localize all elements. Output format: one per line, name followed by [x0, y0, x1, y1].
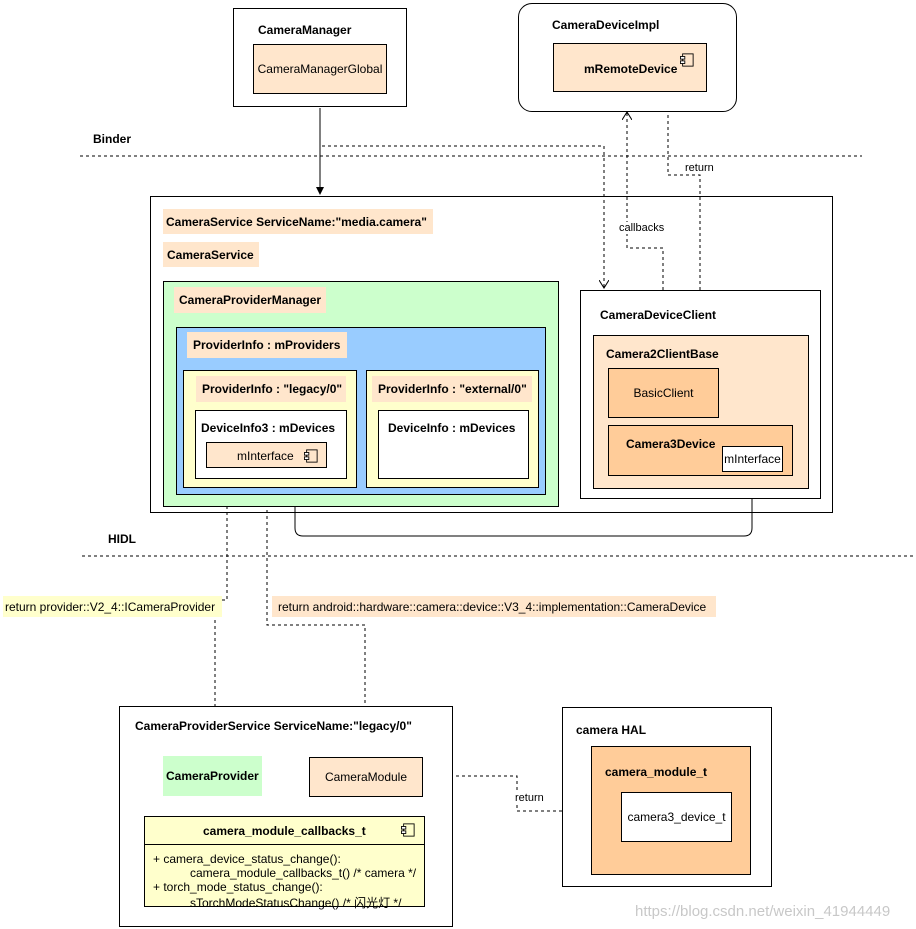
camera-device-client-title: CameraDeviceClient — [600, 308, 717, 322]
callbacks-line-1: + camera_device_status_change(): — [153, 852, 341, 866]
camera-service-label: CameraService — [163, 242, 259, 267]
camera-device-impl-title: CameraDeviceImpl — [552, 18, 660, 32]
camera-manager-title: CameraManager — [258, 23, 352, 37]
callbacks-divider — [145, 844, 424, 845]
callbacks-line-2: camera_module_callbacks_t() /* camera */ — [190, 866, 417, 880]
provider-info-legacy-label: ProviderInfo : "legacy/0" — [196, 376, 346, 402]
provider-info-providers-label: ProviderInfo : mProviders — [187, 332, 347, 358]
provider-return-link — [214, 487, 227, 755]
component-icon — [680, 53, 694, 67]
return-label-hal: return — [515, 792, 544, 804]
hidl-label: HIDL — [108, 532, 136, 546]
camera3-device-t: camera3_device_t — [621, 792, 732, 842]
device-interface-link — [291, 469, 753, 537]
camera-module-callbacks-title: camera_module_callbacks_t — [203, 824, 366, 838]
camera-provider-service-title: CameraProviderService ServiceName:"legac… — [135, 719, 412, 733]
callbacks-line-4: sTorchModeStatusChange() /* 闪光灯 */ — [190, 896, 402, 910]
camera-module: CameraModule — [309, 757, 423, 797]
callbacks-line-3: + torch_mode_status_change(): — [153, 880, 323, 894]
module-return-link — [267, 469, 366, 757]
camera-module-callbacks-box: camera_module_callbacks_t + camera_devic… — [144, 816, 425, 910]
manager-to-client-dashed — [322, 145, 604, 288]
return-provider-label: return provider::V2_4::ICameraProvider — [3, 596, 222, 617]
callbacks-label: callbacks — [619, 222, 665, 234]
camera-service-box — [150, 196, 833, 513]
provider-info-external-label: ProviderInfo : "external/0" — [372, 376, 532, 402]
basic-client: BasicClient — [608, 368, 719, 418]
component-icon — [304, 449, 318, 463]
camera-provider-manager-label: CameraProviderManager — [174, 287, 326, 313]
component-icon — [401, 823, 415, 837]
camera-service-name-label: CameraService ServiceName:"media.camera" — [163, 209, 433, 234]
m-interface-provider: mInterface — [206, 442, 327, 468]
camera-manager-global: CameraManagerGlobal — [253, 44, 387, 94]
return-label-top: return — [685, 162, 714, 174]
m-remote-device: mRemoteDevice — [553, 43, 707, 92]
watermark: https://blog.csdn.net/weixin_41944449 — [635, 903, 891, 920]
device-info-box: DeviceInfo : mDevices — [378, 410, 529, 479]
binder-label: Binder — [93, 132, 132, 146]
camera-provider: CameraProvider — [163, 756, 262, 796]
camera-hal-title: camera HAL — [576, 723, 647, 737]
return-camera-device-label: return android::hardware::camera::device… — [272, 596, 716, 617]
m-interface-device: mInterface — [722, 446, 783, 472]
return-link-top — [668, 94, 701, 290]
